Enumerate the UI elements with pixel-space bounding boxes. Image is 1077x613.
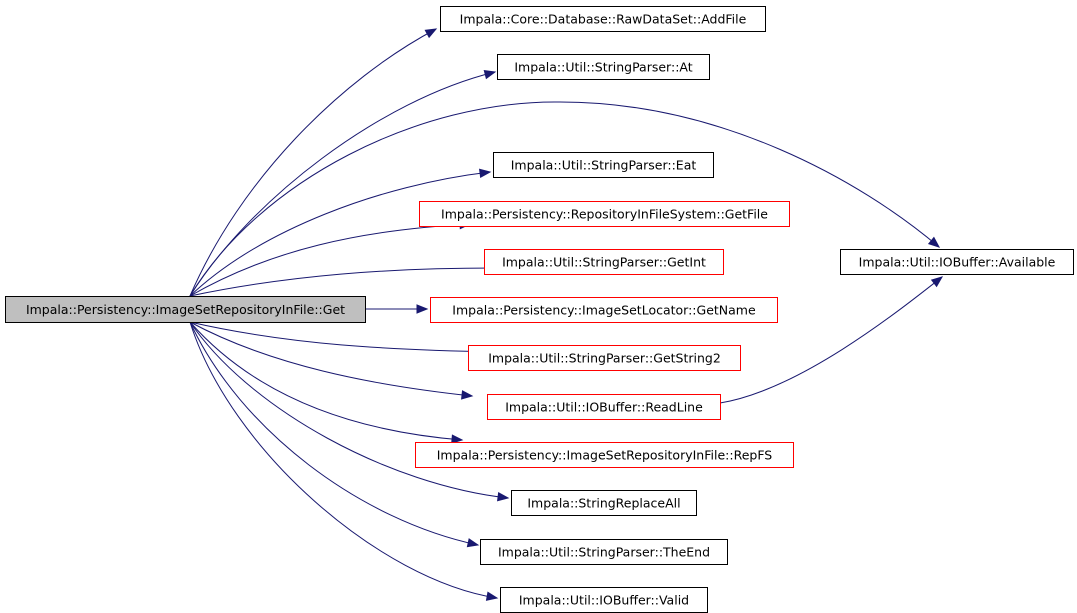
node-label: Impala::Util::StringParser::GetString2 <box>488 351 721 366</box>
node-at[interactable]: Impala::Util::StringParser::At <box>497 54 710 80</box>
node-getfile[interactable]: Impala::Persistency::RepositoryInFileSys… <box>419 201 790 227</box>
node-eat[interactable]: Impala::Util::StringParser::Eat <box>493 152 714 178</box>
node-readline[interactable]: Impala::Util::IOBuffer::ReadLine <box>487 394 721 420</box>
nodes-layer: Impala::Persistency::ImageSetRepositoryI… <box>5 6 1074 613</box>
edge-line <box>189 321 499 353</box>
node-box <box>493 152 714 178</box>
node-box <box>5 296 366 323</box>
node-label: Impala::Util::IOBuffer::ReadLine <box>505 400 703 415</box>
node-box <box>487 394 721 420</box>
node-label: Impala::Persistency::ImageSetLocator::Ge… <box>452 303 756 318</box>
node-root[interactable]: Impala::Persistency::ImageSetRepositoryI… <box>5 296 366 323</box>
node-label: Impala::Util::StringParser::TheEnd <box>498 545 710 560</box>
edge-root-to-getstring2 <box>189 321 500 357</box>
edge-root-to-theend <box>189 321 480 548</box>
node-label: Impala::Util::IOBuffer::Available <box>859 255 1056 270</box>
node-box <box>497 54 710 80</box>
node-label: Impala::Core::Database::RawDataSet::AddF… <box>460 12 747 27</box>
edge-root-to-eat <box>189 168 492 297</box>
node-label: Impala::StringReplaceAll <box>527 496 680 511</box>
arrowhead-icon <box>451 434 464 444</box>
edge-line <box>189 321 498 599</box>
edge-line <box>189 71 496 297</box>
node-box <box>511 490 697 516</box>
edge-line <box>189 28 437 297</box>
edge-line <box>189 267 497 297</box>
edge-root-to-addfile <box>189 28 438 297</box>
node-label: Impala::Util::StringParser::At <box>514 60 692 75</box>
edge-root-to-readline <box>189 321 474 400</box>
node-available[interactable]: Impala::Util::IOBuffer::Available <box>840 249 1074 275</box>
node-box <box>484 249 724 275</box>
edge-line <box>189 321 479 546</box>
edge-line <box>189 223 471 297</box>
arrowhead-icon <box>424 28 438 39</box>
node-box <box>419 201 790 227</box>
node-label: Impala::Util::StringParser::Eat <box>511 158 697 173</box>
node-repfs[interactable]: Impala::Persistency::ImageSetRepositoryI… <box>415 442 794 468</box>
node-getint[interactable]: Impala::Util::StringParser::GetInt <box>484 249 724 275</box>
arrowhead-icon <box>466 538 480 548</box>
arrowhead-icon <box>483 70 497 80</box>
arrowhead-icon <box>479 168 492 178</box>
node-label: Impala::Util::IOBuffer::Valid <box>519 593 689 608</box>
node-label: Impala::Util::StringParser::GetInt <box>502 255 706 270</box>
node-replaceall[interactable]: Impala::StringReplaceAll <box>511 490 697 516</box>
node-addfile[interactable]: Impala::Core::Database::RawDataSet::AddF… <box>440 6 766 32</box>
node-box <box>415 442 794 468</box>
edge-line <box>189 321 473 397</box>
arrowhead-icon <box>485 591 499 601</box>
edge-line <box>189 171 491 297</box>
edge-line <box>189 101 940 297</box>
node-box <box>468 345 741 371</box>
arrowhead-icon <box>416 304 429 314</box>
edge-root-to-available <box>189 101 941 297</box>
edge-root-to-repfs <box>189 321 464 444</box>
edge-line <box>189 321 509 499</box>
node-box <box>480 539 728 565</box>
arrowhead-icon <box>497 492 510 502</box>
edge-root-to-replaceall <box>189 321 510 502</box>
edge-readline-to-available <box>719 276 944 404</box>
arrowhead-icon <box>927 236 941 248</box>
node-box <box>440 6 766 32</box>
node-label: Impala::Persistency::ImageSetRepositoryI… <box>26 302 345 317</box>
edge-root-to-valid <box>189 321 499 601</box>
node-label: Impala::Persistency::RepositoryInFileSys… <box>441 207 768 222</box>
edge-line <box>189 321 463 441</box>
node-theend[interactable]: Impala::Util::StringParser::TheEnd <box>480 539 728 565</box>
arrowhead-icon <box>461 390 474 400</box>
node-box <box>500 587 708 613</box>
node-getstring2[interactable]: Impala::Util::StringParser::GetString2 <box>468 345 741 371</box>
edge-root-to-getint <box>189 263 498 297</box>
edge-root-to-at <box>189 70 497 297</box>
node-box <box>840 249 1074 275</box>
arrowhead-icon <box>930 276 944 288</box>
node-getname[interactable]: Impala::Persistency::ImageSetLocator::Ge… <box>430 297 778 323</box>
node-label: Impala::Persistency::ImageSetRepositoryI… <box>437 448 773 463</box>
edge-root-to-getfile <box>189 219 472 297</box>
edge-root-to-getname <box>365 304 429 314</box>
node-valid[interactable]: Impala::Util::IOBuffer::Valid <box>500 587 708 613</box>
node-box <box>430 297 778 323</box>
edge-line <box>719 276 943 404</box>
